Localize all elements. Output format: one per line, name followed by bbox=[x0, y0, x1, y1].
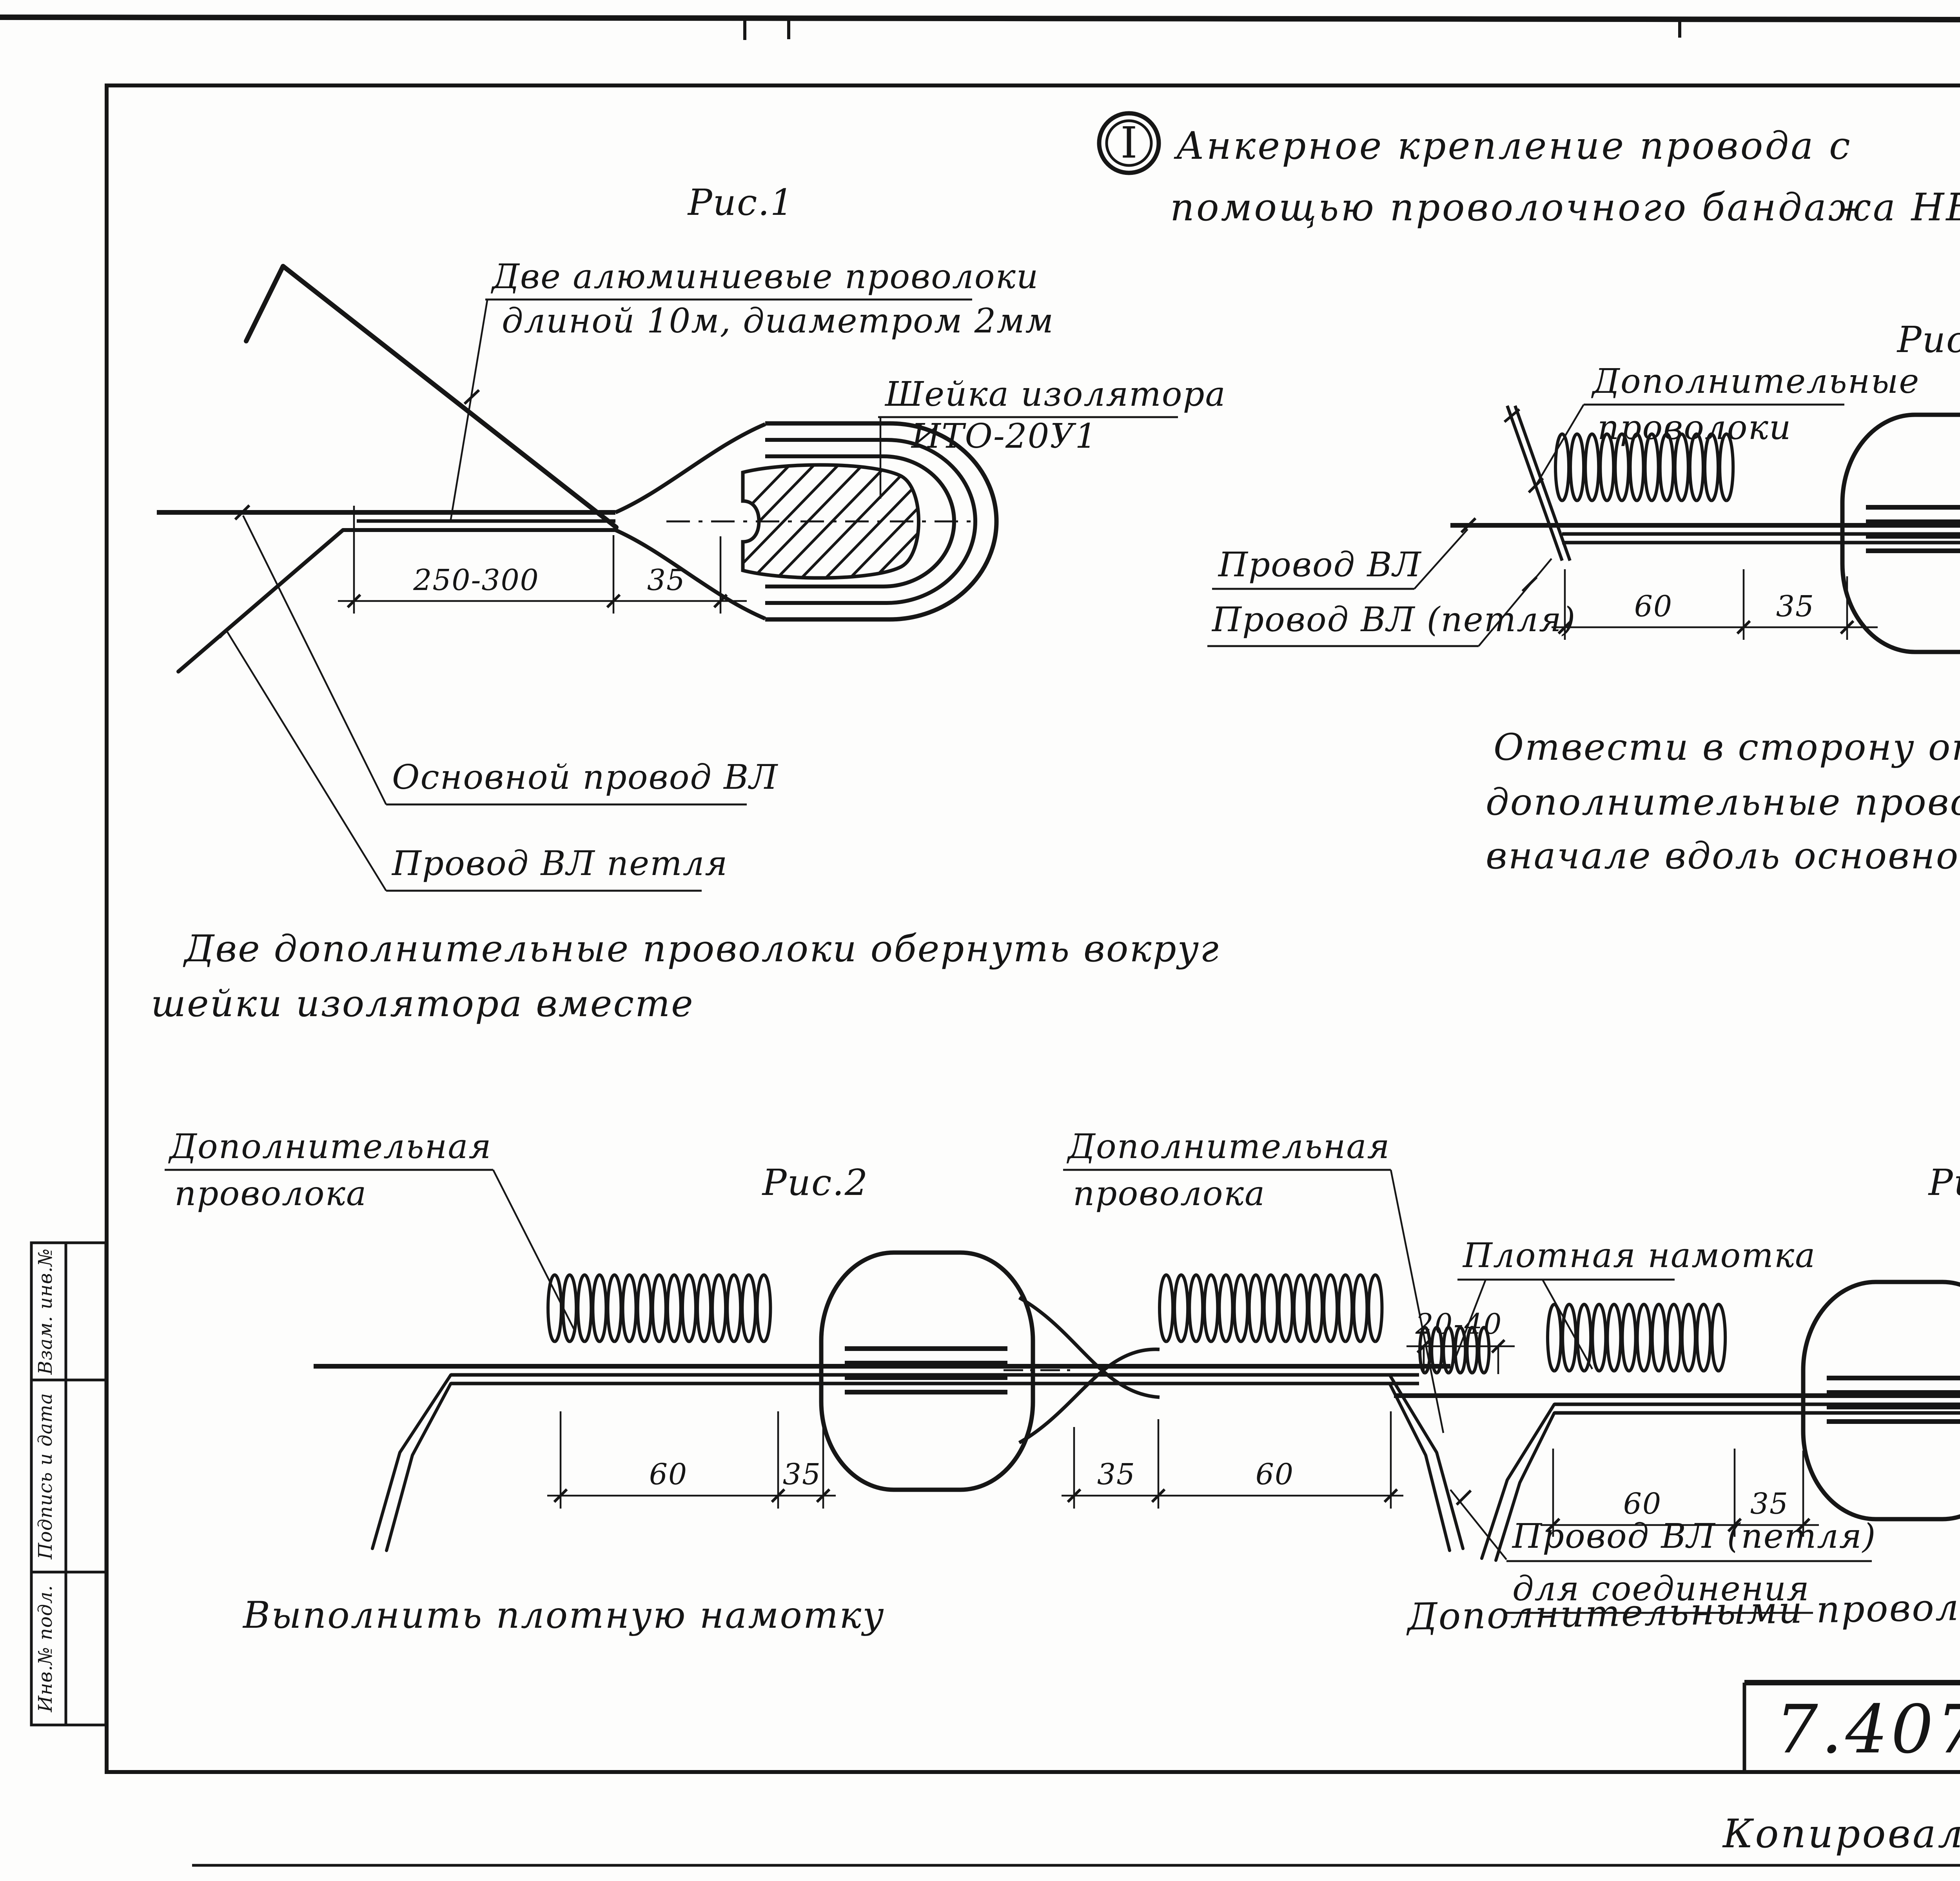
fig1-wires-note-line1: Две алюминиевые проволоки bbox=[490, 257, 1039, 296]
fig3-loop-note: Провод ВЛ (петля) bbox=[1211, 600, 1576, 639]
fig3-dim-60: 60 bbox=[1634, 590, 1673, 623]
fig1-raised-wire-line bbox=[244, 264, 619, 530]
fig4-far-left-coil bbox=[1418, 1326, 1491, 1374]
numeral-circle-outer bbox=[1097, 111, 1161, 175]
fig2-left-note-line2: проволока bbox=[174, 1174, 367, 1213]
section-numeral: I bbox=[1120, 118, 1137, 168]
margin-cell-podpis: Подпись и дата bbox=[34, 1393, 56, 1560]
fig4-winding-note: Плотная намотка bbox=[1462, 1236, 1816, 1275]
fig2-right-note-line2: проволока bbox=[1073, 1174, 1265, 1213]
fig1-caption-line2: шейки изолятора вместе bbox=[151, 982, 694, 1025]
fig2-right-note-line1: Дополнительная bbox=[1066, 1127, 1390, 1166]
fig2-left-coil bbox=[546, 1273, 772, 1343]
fig2-dim-35-left: 35 bbox=[783, 1458, 821, 1491]
fig1-loop-wire-note: Провод ВЛ петля bbox=[391, 844, 728, 883]
fig4-loop-note-line1: Провод ВЛ (петля) bbox=[1512, 1517, 1876, 1556]
fig4-group: Рис.4 Плотная намотка 20-40 20-40 bbox=[1394, 1162, 1960, 1639]
fig3-label: Рис.3 bbox=[1896, 319, 1960, 361]
fig2-group: Рис.2 Дополнительная проволока Дополните… bbox=[165, 1127, 1465, 1637]
fig3-wire-note: Провод ВЛ bbox=[1218, 545, 1422, 585]
fig3-left-coil bbox=[1554, 432, 1735, 502]
margin-cell-inv: Инв.№ подл. bbox=[34, 1585, 56, 1712]
fig3-insulator bbox=[1840, 412, 1960, 654]
fig2-left-note-line1: Дополнительная bbox=[168, 1127, 492, 1166]
title-line2: помощью проволочного бандажа НБ-1 bbox=[1170, 185, 1960, 229]
title-line1: Анкерное крепление провода с bbox=[1174, 124, 1852, 168]
drawing-frame bbox=[105, 84, 1960, 1774]
fig2-insulator bbox=[819, 1250, 1035, 1492]
fig1-neck-note-line1: Шейка изолятора bbox=[884, 375, 1226, 414]
fig3-group: Рис.3 Дополнительные проволоки Дополните… bbox=[1207, 319, 1960, 877]
fig1-dim-neck: 35 bbox=[647, 563, 686, 597]
title-block: 7.407-10.1-22.000 лист 4 24258-01 54 Коп… bbox=[192, 1680, 1960, 1867]
copied-by: Копировал: Белова Бя bbox=[1722, 1811, 1960, 1857]
margin-stamp: Взам. инв.№ Подпись и дата Инв.№ подл. bbox=[30, 1241, 107, 1727]
fig2-dim-60-left: 60 bbox=[649, 1458, 688, 1491]
fig1-label: Рис.1 bbox=[687, 182, 794, 223]
fig2-dim-35-right: 35 bbox=[1097, 1458, 1136, 1491]
margin-cell-vzam: Взам. инв.№ bbox=[34, 1248, 56, 1375]
fig3-left-note-line1: Дополнительные bbox=[1591, 362, 1920, 401]
fig3-caption-line1: Отвести в сторону от основного провода п… bbox=[1494, 726, 1960, 769]
fig1-hatching bbox=[743, 465, 919, 578]
fig4-left-coil bbox=[1546, 1303, 1727, 1373]
fig1-dim-span: 250-300 bbox=[413, 563, 539, 597]
fig4-dim-60-left: 60 bbox=[1623, 1487, 1662, 1521]
fig2-dim-60-right: 60 bbox=[1256, 1458, 1294, 1491]
fig4-dim-35-left: 35 bbox=[1750, 1487, 1789, 1521]
fig3-caption-line2: дополнительные проволоки (они были распо… bbox=[1486, 781, 1960, 824]
fig3-caption-line3: вначале вдоль основного провода) bbox=[1486, 835, 1960, 877]
doc-number: 7.407-10.1-22.000 bbox=[1776, 1691, 1960, 1768]
fig3-dim-35: 35 bbox=[1776, 590, 1815, 623]
fig4-label: Рис.4 bbox=[1928, 1162, 1960, 1204]
fig2-label: Рис.2 bbox=[762, 1162, 868, 1204]
fig2-caption: Выполнить плотную намотку bbox=[242, 1594, 885, 1637]
fig1-wires-note-line2: длиной 10м, диаметром 2мм bbox=[502, 301, 1054, 341]
fig1-caption-line1: Две дополнительные проволоки обернуть во… bbox=[183, 928, 1220, 970]
fig4-loop-note-line2: для соединения bbox=[1512, 1569, 1810, 1609]
fig1-group: Рис.1 Две алюминиевые проволоки длиной 1… bbox=[151, 182, 1226, 1025]
numeral-circle-inner bbox=[1105, 119, 1153, 167]
fig2-right-coil bbox=[1158, 1273, 1384, 1343]
fig4-insulator bbox=[1801, 1280, 1960, 1522]
sheet-header: I Анкерное крепление провода с помощью п… bbox=[1097, 111, 1960, 229]
scan-artifacts bbox=[0, 15, 1960, 40]
fig1-main-wire-note: Основной провод ВЛ bbox=[392, 758, 778, 797]
